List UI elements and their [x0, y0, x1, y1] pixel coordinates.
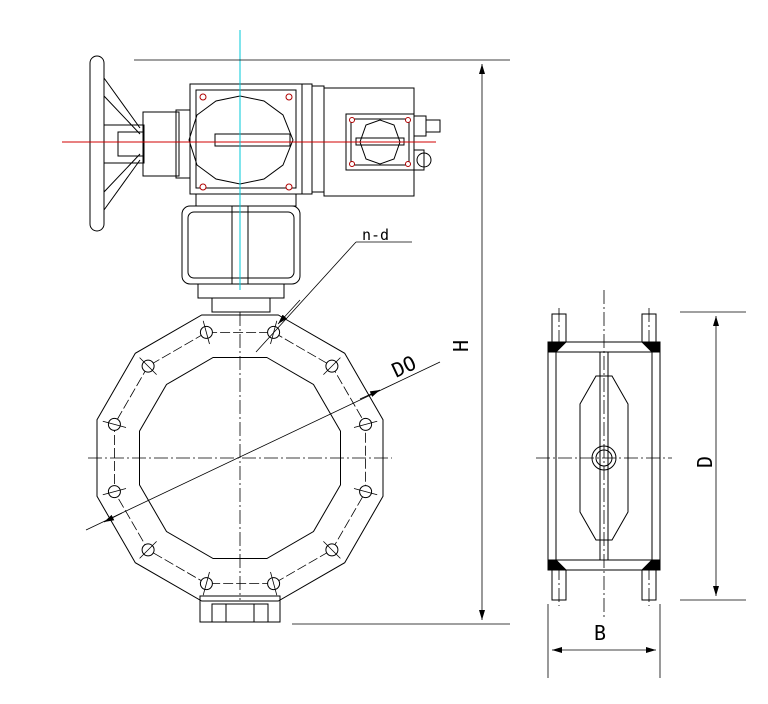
- actuator: [89, 55, 441, 313]
- yoke-bracket: [181, 193, 301, 313]
- valve-body-front: [88, 312, 392, 623]
- bolt-centerline: [102, 420, 127, 428]
- bolt-centerline: [139, 357, 157, 375]
- bolt-centerline: [202, 320, 210, 345]
- coupling: [142, 111, 180, 177]
- bolt-spec-leader: n-d: [255, 226, 412, 353]
- bolt-circle-label: DO: [388, 351, 420, 383]
- bolt-centerline: [353, 488, 378, 496]
- bolt-spec-label: n-d: [362, 226, 389, 244]
- valve-side-view: [536, 290, 672, 620]
- bolt-centerline: [323, 357, 341, 375]
- width-label: B: [594, 621, 606, 645]
- position-window: [214, 133, 291, 147]
- bolt-centerline: [139, 541, 157, 559]
- bolt-centerline: [323, 541, 341, 559]
- bolt-holes: [102, 320, 378, 596]
- width-dimension: B: [547, 604, 661, 678]
- bolt-centerline: [102, 488, 127, 496]
- handwheel: [89, 55, 145, 232]
- gearbox-housing: [188, 83, 325, 195]
- bolt-centerline: [202, 571, 210, 596]
- bolt-centerline: [270, 571, 278, 596]
- diameter-label: D: [693, 456, 717, 468]
- height-dimension: H: [134, 59, 510, 625]
- height-label: H: [449, 340, 473, 352]
- bolt-centerline: [353, 420, 378, 428]
- diameter-dimension: D: [680, 311, 746, 601]
